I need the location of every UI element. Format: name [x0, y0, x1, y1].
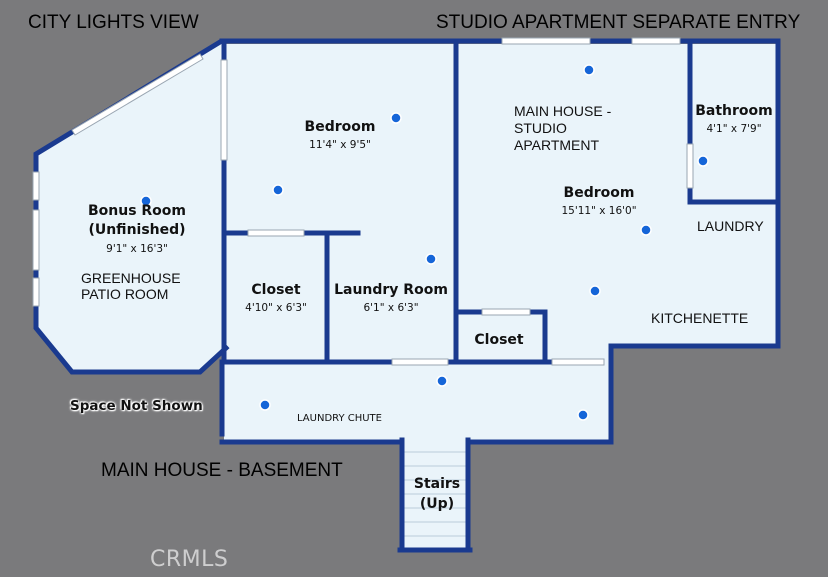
bonus-room-status: (Unfinished): [88, 222, 186, 238]
door-closet-left: [247, 229, 305, 237]
door-studio-closet: [481, 308, 531, 316]
space-not-shown-label: Space Not Shown: [70, 398, 203, 414]
stairs-floor: [402, 438, 468, 548]
view-marker: [583, 64, 595, 76]
window-bonus-diagonal: [71, 53, 204, 136]
bedroom-main-name: Bedroom: [304, 119, 376, 135]
bonus-room-note-1: GREENHOUSE: [81, 270, 181, 286]
bonus-room-dims: 9'1" x 16'3": [106, 243, 168, 255]
studio-title-2: STUDIO: [514, 120, 567, 136]
bonus-room-note-2: PATIO ROOM: [81, 286, 169, 302]
laundry-room-dims: 6'1" x 6'3": [363, 302, 419, 314]
door-hall: [391, 358, 449, 366]
stairs-direction: (Up): [419, 496, 455, 512]
window-bonus-right: [220, 59, 228, 161]
view-marker: [697, 155, 709, 167]
studio-title-3: APARTMENT: [514, 137, 600, 153]
window-bonus-left-2: [32, 209, 40, 271]
view-marker: [425, 253, 437, 265]
view-marker: [140, 195, 152, 207]
laundry-chute-label: LAUNDRY CHUTE: [297, 413, 382, 424]
closet-studio-name: Closet: [474, 332, 524, 348]
bedroom-studio-dims: 15'11" x 16'0": [561, 205, 637, 217]
bedroom-main-floor: [226, 44, 456, 360]
view-marker: [272, 184, 284, 196]
header-basement: MAIN HOUSE - BASEMENT: [101, 460, 343, 481]
closet-left-dims: 4'10" x 6'3": [245, 302, 307, 314]
laundry-room-name: Laundry Room: [334, 282, 448, 298]
window-bonus-left-1: [32, 171, 40, 201]
bedroom-main-dims: 11'4" x 9'5": [309, 139, 371, 151]
view-marker: [390, 112, 402, 124]
bonus-room-name: Bonus Room: [87, 203, 187, 219]
bathroom-name: Bathroom: [695, 103, 773, 119]
view-marker: [589, 285, 601, 297]
bonus-room-floor: [36, 44, 226, 371]
view-markers: [140, 64, 709, 421]
window-studio-top-2: [631, 37, 681, 45]
closet-left-name: Closet: [251, 282, 301, 298]
door-hall-right: [551, 358, 605, 366]
hall-floor: [224, 362, 610, 440]
window-bonus-left-3: [32, 277, 40, 307]
kitchenette-label: KITCHENETTE: [651, 310, 749, 326]
view-marker: [640, 224, 652, 236]
view-marker: [436, 375, 448, 387]
windows: [32, 37, 694, 366]
studio-title-1: MAIN HOUSE -: [514, 103, 612, 119]
header-studio-entry: STUDIO APARTMENT SEPARATE ENTRY: [436, 12, 801, 33]
view-marker: [577, 409, 589, 421]
laundry-label: LAUNDRY: [697, 218, 764, 234]
stair-treads: [404, 451, 466, 537]
window-bathroom: [686, 143, 694, 189]
watermark-logo: CRMLS: [150, 547, 229, 572]
stairs-name: Stairs: [413, 476, 461, 492]
bedroom-studio-name: Bedroom: [563, 185, 635, 201]
bathroom-dims: 4'1" x 7'9": [706, 123, 762, 135]
view-marker: [259, 399, 271, 411]
walls: [33, 38, 781, 553]
window-studio-top: [501, 37, 591, 45]
header-city-lights: CITY LIGHTS VIEW: [28, 12, 199, 33]
studio-floor: [456, 44, 776, 344]
